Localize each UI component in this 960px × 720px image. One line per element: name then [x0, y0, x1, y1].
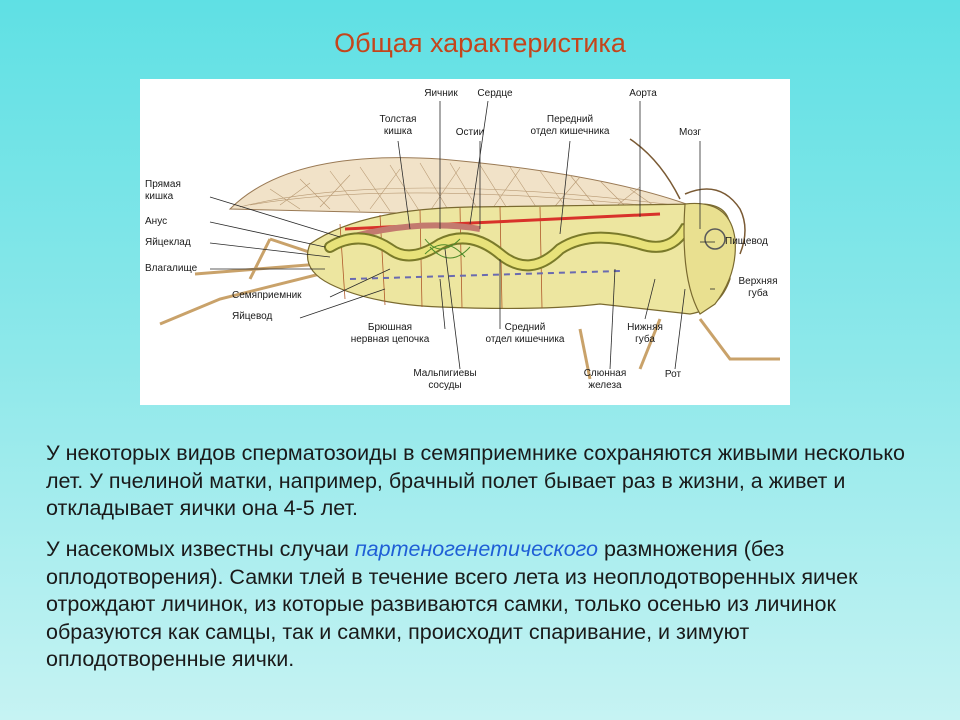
insect-anatomy-drawing — [159, 100, 780, 380]
paragraph-text-after: размножения (без оплодотворения). Самки … — [46, 537, 858, 671]
label-serdtse: Сердце — [477, 88, 513, 99]
label-peredniy-otdel: Передний отдел кишечника — [530, 114, 610, 137]
label-tolstaya-kishka: Толстая кишка — [379, 114, 417, 137]
label-sredniy-otdel: Средний отдел кишечника — [485, 322, 565, 345]
antenna — [629, 138, 746, 255]
label-yaitsevod: Яйцевод — [232, 311, 273, 322]
label-yaitseklad: Яйцеклад — [145, 237, 191, 248]
leader-lines — [209, 100, 715, 370]
label-ostii: Остии — [455, 127, 485, 138]
label-semyapriemnik: Семяприемник — [232, 290, 302, 301]
label-slyunnaya-zheleza: Слюнная железа — [583, 368, 627, 391]
label-yaichnik: Яичник — [424, 88, 458, 99]
paragraph-sperm-storage: У некоторых видов сперматозоиды в семяпр… — [46, 441, 906, 520]
label-rot: Рот — [664, 369, 682, 380]
brain — [704, 228, 726, 250]
label-nizhnyaya-guba: Нижняя губа — [627, 322, 663, 345]
label-aorta: Аорта — [629, 88, 657, 99]
nerve-chain — [349, 270, 621, 280]
label-pishchevod: Пищевод — [725, 236, 768, 247]
head — [683, 202, 736, 315]
malpighian-tubules — [424, 238, 471, 259]
label-anus: Анус — [145, 216, 168, 227]
label-pryamaya-kishka: Прямая кишка — [145, 179, 181, 202]
wing-veins — [239, 162, 691, 214]
paragraph-text-before: У насекомых известны случаи — [46, 537, 355, 561]
label-bryushnaya-tsepochka: Брюшная нервная цепочка — [350, 322, 430, 345]
paragraph-parthenogenesis: У насекомых известны случаи партеногенет… — [46, 536, 926, 674]
label-mozg: Мозг — [678, 127, 702, 138]
slide-title: Общая характеристика — [334, 28, 626, 58]
label-malpigievy-sosudy: Мальпигиевы сосуды — [413, 368, 477, 391]
label-vlagalishche: Влагалище — [145, 263, 198, 274]
highlighted-term: партеногенетического — [354, 537, 598, 561]
label-verkhnyaya-guba: Верхняя губа — [738, 276, 778, 299]
insect-anatomy-figure: Яичник Сердце Аорта Толстая кишка Остии … — [140, 79, 790, 405]
